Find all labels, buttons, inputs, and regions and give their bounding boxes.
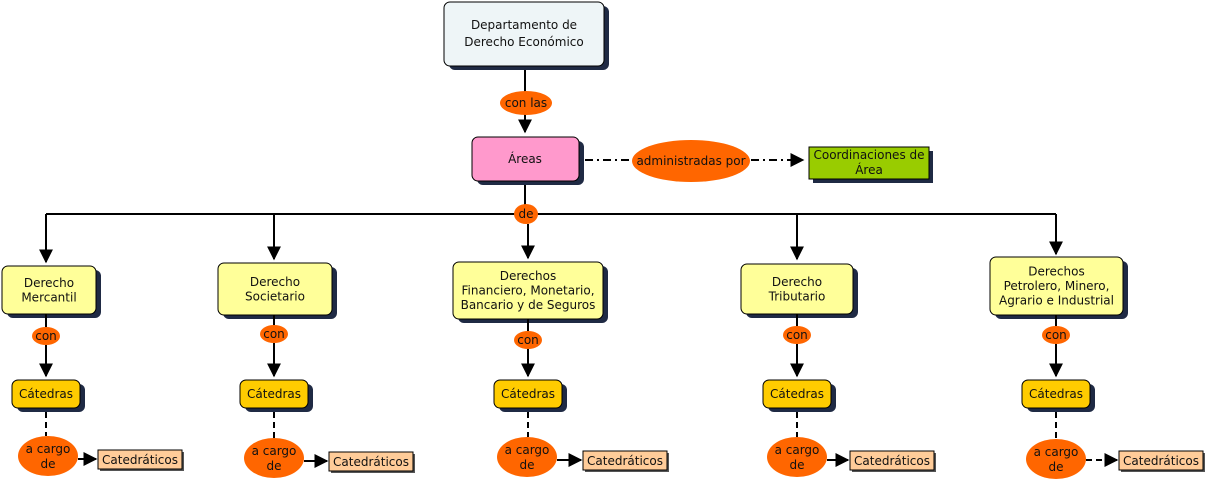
conn-cargo-label: a cargo [505, 443, 550, 457]
coordinaciones-line-2: Área [855, 162, 883, 177]
catedraticos-label: Catedráticos [1123, 454, 1199, 468]
catedras-box [11, 379, 81, 409]
areas-box [471, 136, 580, 182]
conn-cargo-label: de [267, 459, 282, 473]
area-label-line: Derechos [500, 269, 556, 283]
catedraticos-box [582, 450, 668, 471]
conn-cargo [767, 437, 827, 477]
conn-con-label: con [35, 329, 57, 343]
root-node: Departamento de Derecho Económico [443, 1, 609, 70]
catedraticos-box [849, 450, 935, 471]
conn-con [1042, 326, 1070, 344]
root-line-1: Departamento de [471, 18, 577, 32]
root-box [443, 1, 605, 67]
conn-cargo-label: a cargo [252, 444, 297, 458]
area-label-line: Mercantil [21, 290, 76, 304]
conn-cargo [244, 438, 304, 478]
conn-cargo-label: a cargo [775, 443, 820, 457]
conn-con-label: con [1045, 328, 1067, 342]
areas-node: Áreas [471, 136, 584, 185]
conn-con [514, 331, 542, 349]
conn-con [783, 326, 811, 344]
conn-de-label: de [519, 207, 534, 221]
conn-cargo-label: de [1049, 460, 1064, 474]
conn-cargo-label: de [790, 458, 805, 472]
area-label-line: Tributario [768, 289, 826, 303]
coordinaciones-box [808, 146, 930, 180]
area-label-line: Derecho [772, 275, 822, 289]
catedraticos-label: Catedráticos [854, 454, 930, 468]
conn-de: de [514, 204, 538, 224]
conn-cargo [18, 436, 78, 476]
conn-cargo-label: de [41, 457, 56, 471]
area-label-line: Financiero, Monetario, [461, 284, 594, 298]
catedraticos-box [328, 451, 414, 472]
catedras-box [762, 379, 832, 409]
catedraticos-box [1118, 450, 1204, 471]
conn-con [260, 325, 288, 343]
coordinaciones-line-1: Coordinaciones de [813, 148, 924, 162]
catedras-label: Cátedras [501, 387, 555, 401]
catedras-box [493, 379, 563, 409]
area-box [1, 265, 97, 315]
catedraticos-label: Catedráticos [102, 453, 178, 467]
catedraticos-label: Catedráticos [587, 454, 663, 468]
area-label-line: Derecho [24, 276, 74, 290]
area-label-line: Agrario e Industrial [999, 294, 1114, 308]
catedras-box [239, 379, 309, 409]
connectors [39, 68, 1063, 264]
conn-con [32, 327, 60, 345]
area-label-line: Societario [245, 289, 305, 303]
conn-root-areas: con las [500, 91, 552, 115]
conn-cargo [1026, 439, 1086, 479]
conn-cargo-label: a cargo [1034, 445, 1079, 459]
catedras-label: Cátedras [770, 387, 824, 401]
areas-label: Áreas [508, 151, 542, 166]
conn-cargo [497, 437, 557, 477]
conn-con-label: con [517, 333, 539, 347]
catedras-label: Cátedras [1029, 387, 1083, 401]
catedras-label: Cátedras [247, 387, 301, 401]
conn-cargo-label: de [520, 458, 535, 472]
area-label-line: Petrolero, Minero, [1004, 279, 1110, 293]
area-label-line: Derechos [1028, 265, 1084, 279]
conn-cargo-label: a cargo [26, 442, 71, 456]
area-label-line: Derecho [250, 275, 300, 289]
catedraticos-label: Catedráticos [333, 455, 409, 469]
catedraticos-box [97, 449, 183, 470]
area-label-line: Bancario y de Seguros [461, 298, 596, 312]
conn-con-label: con [786, 328, 808, 342]
coordinaciones-node: Coordinaciones de Área [808, 146, 933, 183]
conn-admin-label: administradas por [636, 154, 745, 168]
catedras-label: Cátedras [19, 387, 73, 401]
catedras-box [1021, 379, 1091, 409]
conn-root-areas-label: con las [505, 96, 547, 110]
root-line-2: Derecho Económico [464, 35, 583, 49]
conn-con-label: con [263, 327, 285, 341]
conn-admin: administradas por [632, 140, 750, 182]
